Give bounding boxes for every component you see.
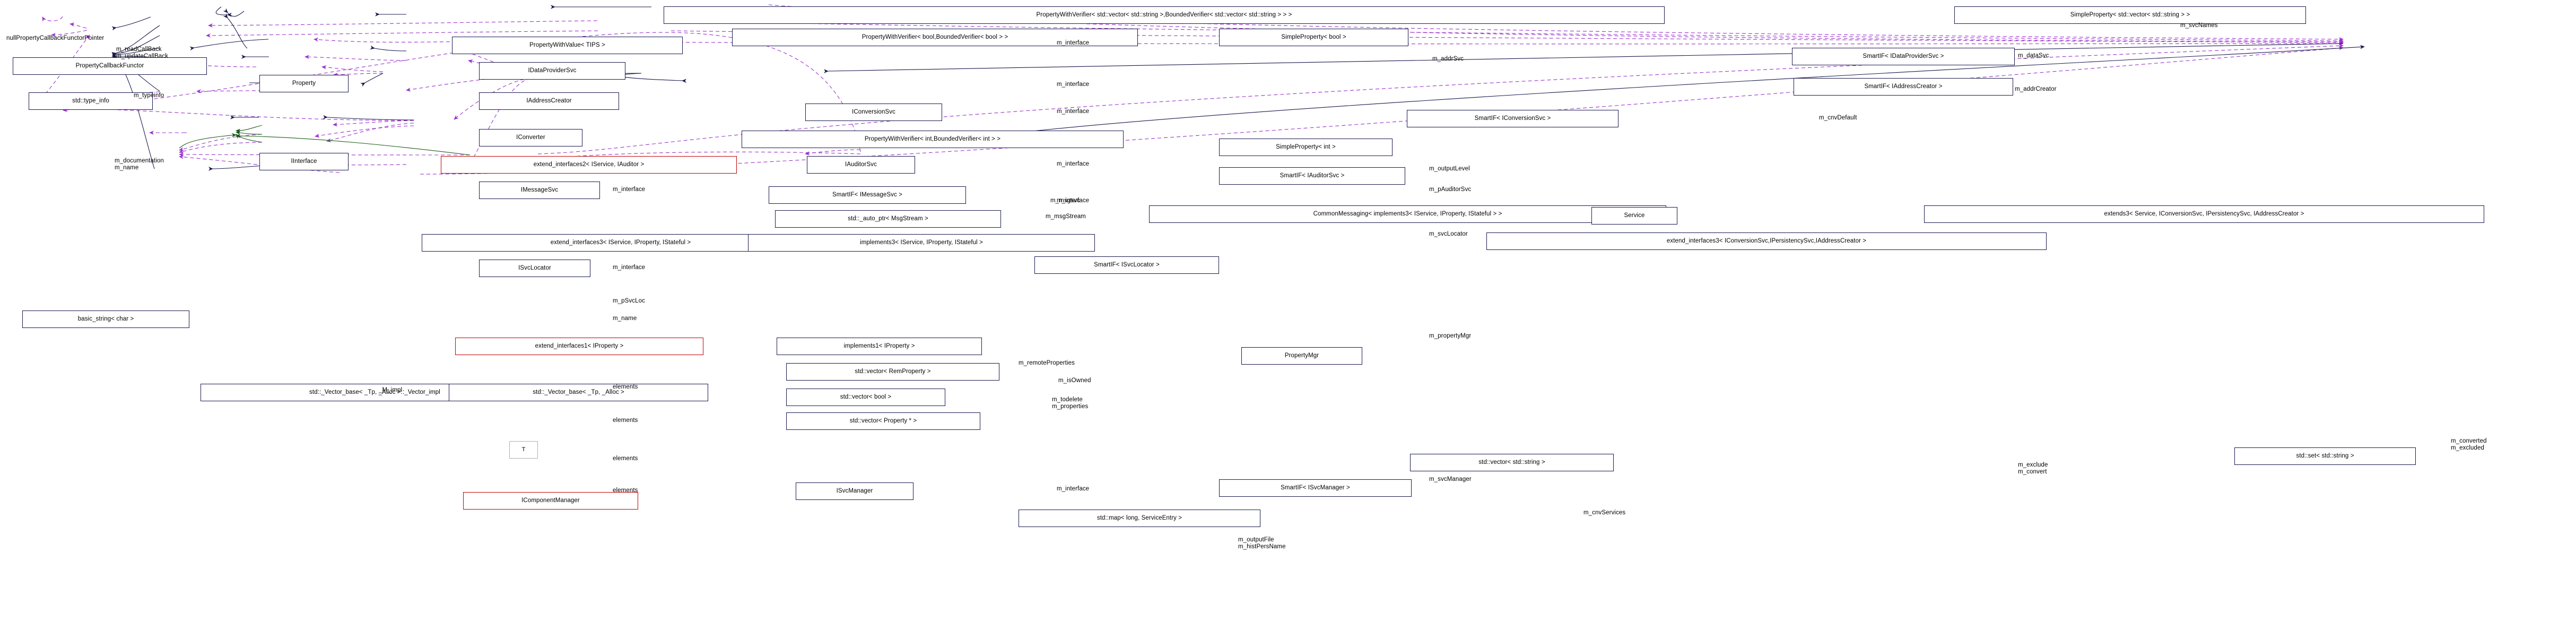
- node-isvclocator[interactable]: ISvcLocator: [479, 260, 590, 278]
- edge-label-remoteproperties: m_remoteProperties: [1019, 360, 1075, 366]
- edge-label-interface-4: m_interface: [1057, 161, 1090, 167]
- edge-label-typeinfo: m_typeinfo: [134, 92, 164, 99]
- edge-label-elements-1: elements: [613, 384, 638, 390]
- edge-label-isowned: m_isOwned: [1058, 377, 1091, 384]
- node-basicstring-char[interactable]: basic_string< char >: [22, 310, 189, 329]
- node-smartif-isvcmanager[interactable]: SmartIF< ISvcManager >: [1219, 479, 1412, 497]
- edge-label-svcnames: m_svcNames: [2180, 22, 2218, 29]
- edge-label-addrcreator: m_addrCreator: [2015, 86, 2057, 92]
- node-implements1[interactable]: implements1< IProperty >: [777, 338, 982, 356]
- node-stdtypeinfo[interactable]: std::type_info: [29, 92, 153, 110]
- edge-label-interface-2: m_interface: [1057, 81, 1090, 88]
- node-iaddresscreator[interactable]: IAddressCreator: [479, 92, 619, 110]
- edge-label-interface-8: m_interface: [1057, 486, 1090, 492]
- edge-label-datasvc: m_dataSvc: [2018, 53, 2049, 59]
- node-propertymgr[interactable]: PropertyMgr: [1241, 347, 1362, 365]
- edge-label-cnvservices: m_cnvServices: [1583, 510, 1626, 516]
- node-simpleproperty-bool[interactable]: SimpleProperty< bool >: [1219, 29, 1408, 47]
- node-simpleproperty-int[interactable]: SimpleProperty< int >: [1219, 139, 1393, 157]
- node-propertywithvalue-t[interactable]: PropertyWithValue< TIPS >: [452, 37, 683, 55]
- node-commonmessaging[interactable]: CommonMessaging< implements3< IService, …: [1149, 205, 1666, 223]
- edge-label-elements-3: elements: [613, 455, 638, 462]
- node-imessagesvc[interactable]: IMessageSvc: [479, 182, 600, 200]
- node-propertycallbackfunctor[interactable]: PropertyCallbackFunctor: [13, 57, 207, 75]
- edge-label-interface-7: m_interface: [613, 264, 646, 271]
- node-smartif-iauditorsvc[interactable]: SmartIF< IAuditorSvc >: [1219, 167, 1405, 185]
- node-implements3[interactable]: implements3< IService, IProperty, IState…: [748, 234, 1095, 252]
- node-iauditorsvc[interactable]: IAuditorSvc: [807, 156, 915, 174]
- node-extend-interfaces1[interactable]: extend_interfaces1< IProperty >: [455, 338, 703, 356]
- edge-label-msgsvc: m_msgsvc: [1050, 197, 1080, 204]
- node-map-long-serviceentry[interactable]: std::map< long, ServiceEntry >: [1019, 510, 1260, 528]
- edge-label-pauditorsvc: m_pAuditorSvc: [1429, 186, 1472, 193]
- node-vectorbase-tp-alloc[interactable]: std::_Vector_base< _Tp, _Alloc >: [449, 384, 708, 402]
- edge-label-interface-5: m_interface: [613, 186, 646, 193]
- node-propertywithverifier-vecstring[interactable]: PropertyWithVerifier< std::vector< std::…: [664, 6, 1665, 24]
- node-vector-property-ptr[interactable]: std::vector< Property * >: [786, 412, 980, 430]
- edge-label-outputlevel: m_outputLevel: [1429, 166, 1470, 172]
- edge-label-addrsvc: m_addrSvc: [1432, 56, 1464, 62]
- edge-label-interface-3: m_interface: [1057, 108, 1090, 115]
- edge-label-interface-1: m_interface: [1057, 40, 1090, 46]
- node-autoptr-msgstream[interactable]: std::_auto_ptr< MsgStream >: [775, 210, 1001, 228]
- edge-label-psvcloc: m_pSvcLoc: [613, 298, 645, 304]
- node-propertywithverifier-bool[interactable]: PropertyWithVerifier< bool,BoundedVerifi…: [732, 29, 1138, 47]
- node-iinterface[interactable]: IInterface: [259, 153, 349, 171]
- node-smartif-isvclocator[interactable]: SmartIF< ISvcLocator >: [1034, 256, 1219, 274]
- edge-label-propertymgr: m_propertyMgr: [1429, 333, 1472, 339]
- node-service[interactable]: Service: [1591, 207, 1677, 225]
- node-vector-string[interactable]: std::vector< std::string >: [1410, 454, 1614, 472]
- node-tparam[interactable]: T: [509, 441, 538, 459]
- node-vector-remproperty[interactable]: std::vector< RemProperty >: [786, 363, 999, 381]
- node-iconverter[interactable]: IConverter: [479, 129, 582, 147]
- edge-label-elements-2: elements: [613, 417, 638, 424]
- edge-label-interface-6: m_interface: [1057, 197, 1090, 204]
- node-icomponentmanager[interactable]: IComponentManager: [463, 492, 638, 510]
- node-smartif-iconversionsvc[interactable]: SmartIF< IConversionSvc >: [1407, 110, 1618, 128]
- edge-label-cnvdefault: m_cnvDefault: [1819, 115, 1857, 121]
- node-set-string[interactable]: std::set< std::string >: [2234, 447, 2416, 465]
- edge-label-msgstream: m_msgStream: [1046, 213, 1086, 220]
- edge-label-svcmanager: m_svcManager: [1429, 476, 1472, 482]
- node-iconversionsvc[interactable]: IConversionSvc: [805, 104, 942, 122]
- node-simpleproperty-vecstring[interactable]: SimpleProperty< std::vector< std::string…: [1954, 6, 2306, 24]
- edge-label-mimpl: _M_impl: [379, 387, 403, 393]
- edge-label-svclocator: m_svcLocator: [1429, 231, 1468, 237]
- edge-label-name: m_name: [613, 315, 637, 322]
- node-extend-interfaces3[interactable]: extend_interfaces3< IConversionSvc,IPers…: [1486, 232, 2047, 251]
- free-label-nullptr-label: nullPropertyCallbackFunctorPointer: [6, 35, 105, 41]
- node-smartif-imessagesvc[interactable]: SmartIF< IMessageSvc >: [769, 186, 966, 204]
- node-isvcmanager[interactable]: ISvcManager: [796, 482, 913, 501]
- node-vector-bool[interactable]: std::vector< bool >: [786, 389, 945, 407]
- node-smartif-iaddresscreator[interactable]: SmartIF< IAddressCreator >: [1794, 78, 2013, 96]
- node-idataprovidersvc[interactable]: IDataProviderSvc: [479, 62, 625, 80]
- node-propertywithverifier-int[interactable]: PropertyWithVerifier< int,BoundedVerifie…: [742, 131, 1124, 149]
- node-property[interactable]: Property: [259, 75, 349, 93]
- node-smartif-idataprovidersvc[interactable]: SmartIF< IDataProviderSvc >: [1792, 48, 2015, 66]
- node-extends3[interactable]: extends3< Service, IConversionSvc, IPers…: [1924, 205, 2484, 223]
- edge-label-elements-4: elements: [613, 487, 638, 494]
- node-extend-interfaces2[interactable]: extend_interfaces2< IService, IAuditor >: [441, 156, 737, 174]
